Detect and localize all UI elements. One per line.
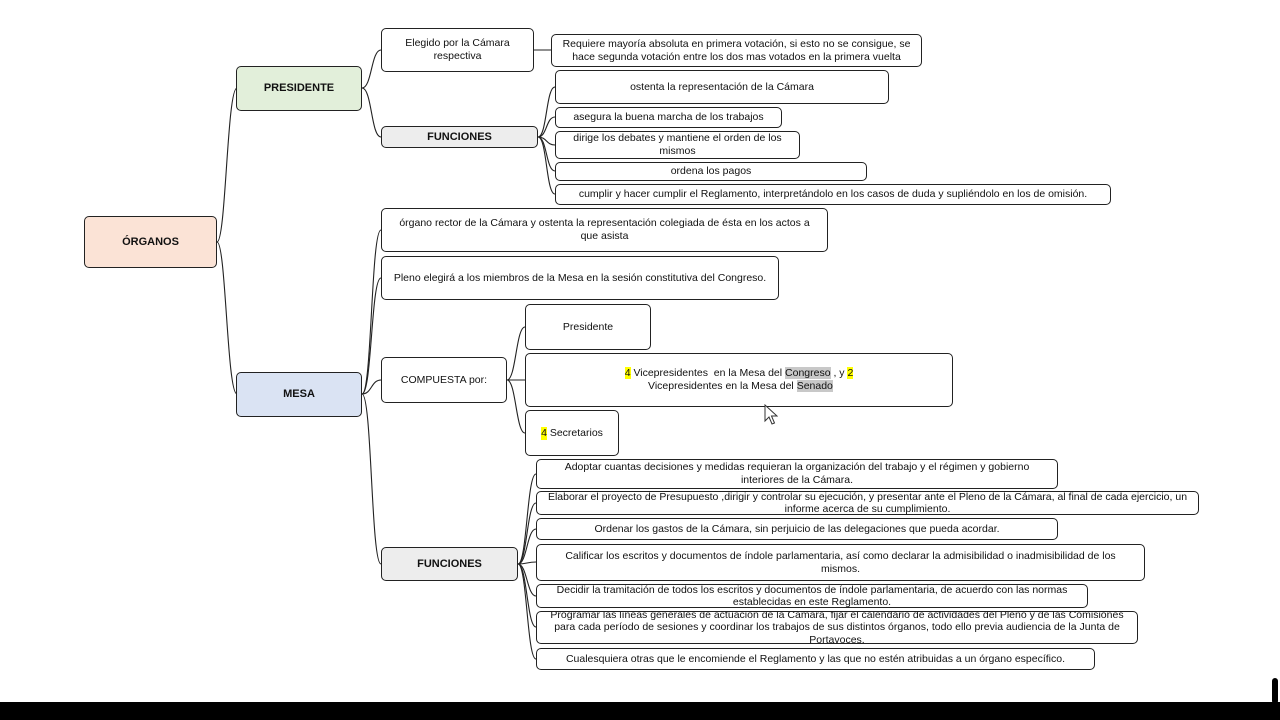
- compuesta-secretarios-node[interactable]: 4 Secretarios: [525, 410, 619, 456]
- vice-text-2: , y: [830, 367, 848, 379]
- vice-count-senado: 2: [847, 367, 854, 379]
- presidente-funciones-node[interactable]: FUNCIONES: [381, 126, 538, 148]
- presidente-votacion-node[interactable]: Requiere mayoría absoluta en primera vot…: [551, 34, 922, 67]
- secretarios-count: 4: [541, 426, 547, 440]
- mesa-pleno-node[interactable]: Pleno elegirá a los miembros de la Mesa …: [381, 256, 779, 300]
- mesa-funciones-node[interactable]: FUNCIONES: [381, 547, 518, 581]
- compuesta-vicepresidentes-node[interactable]: 4 Vicepresidentes en la Mesa del Congres…: [525, 353, 953, 407]
- presidente-funcion-item[interactable]: ordena los pagos: [555, 162, 867, 181]
- selected-word-congreso: Congreso: [785, 367, 831, 379]
- mesa-funcion-item[interactable]: Programar las líneas generales de actuac…: [536, 611, 1138, 644]
- vice-text-1: Vicepresidentes en la Mesa del: [630, 367, 786, 379]
- mesa-funcion-item[interactable]: Decidir la tramitación de todos los escr…: [536, 584, 1088, 608]
- mesa-funcion-item[interactable]: Cualesquiera otras que le encomiende el …: [536, 648, 1095, 670]
- compuesta-presidente-node[interactable]: Presidente: [525, 304, 651, 350]
- vice-text-3: Vicepresidentes en la Mesa del: [645, 380, 797, 392]
- root-node-organos[interactable]: ÓRGANOS: [84, 216, 217, 268]
- presidente-elegido-node[interactable]: Elegido por la Cámara respectiva: [381, 28, 534, 72]
- presidente-funcion-item[interactable]: dirige los debates y mantiene el orden d…: [555, 131, 800, 159]
- vice-count-congreso: 4: [624, 367, 631, 379]
- mesa-compuesta-node[interactable]: COMPUESTA por:: [381, 357, 507, 403]
- mesa-funcion-item[interactable]: Adoptar cuantas decisiones y medidas req…: [536, 459, 1058, 489]
- presidente-funcion-item[interactable]: cumplir y hacer cumplir el Reglamento, i…: [555, 184, 1111, 205]
- mesa-node[interactable]: MESA: [236, 372, 362, 417]
- secretarios-text: Secretarios: [546, 426, 603, 439]
- scrollbar-handle[interactable]: [1272, 678, 1278, 704]
- mouse-pointer-icon: [764, 404, 778, 425]
- mesa-funcion-item[interactable]: Ordenar los gastos de la Cámara, sin per…: [536, 518, 1058, 540]
- mesa-funcion-item[interactable]: Calificar los escritos y documentos de í…: [536, 544, 1145, 581]
- presidente-node[interactable]: PRESIDENTE: [236, 66, 362, 111]
- presidente-funcion-item[interactable]: ostenta la representación de la Cámara: [555, 70, 889, 104]
- bottom-bar: [0, 702, 1280, 720]
- mesa-funcion-item[interactable]: Elaborar el proyecto de Presupuesto ,dir…: [536, 491, 1199, 515]
- presidente-funcion-item[interactable]: asegura la buena marcha de los trabajos: [555, 107, 782, 128]
- selected-word-senado: Senado: [796, 380, 833, 392]
- mesa-organo-node[interactable]: órgano rector de la Cámara y ostenta la …: [381, 208, 828, 252]
